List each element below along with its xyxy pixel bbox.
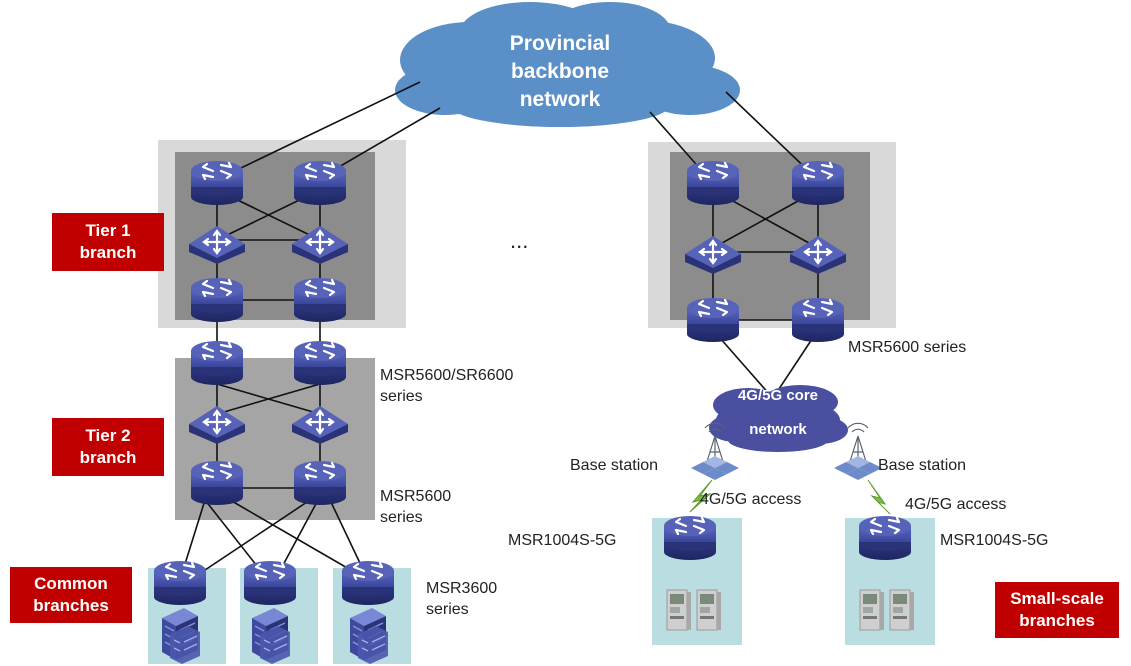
- router-icon: [662, 514, 718, 562]
- backbone-line-1: Provincial: [509, 32, 611, 55]
- backbone-cloud: [395, 2, 740, 127]
- atm-icon: [889, 589, 915, 631]
- tier2-tag: Tier 2 branch: [52, 418, 164, 476]
- tier1-tag-line1: Tier 1: [85, 221, 131, 240]
- small-scale-branches-tag: Small-scale branches: [995, 582, 1119, 638]
- small-tag-line1: Small-scale: [1010, 589, 1104, 608]
- router-icon: [685, 159, 741, 207]
- msr1004-right-label: MSR1004S-5G: [940, 532, 1049, 549]
- tier2-top-series-label: MSR5600/SR6600 series: [380, 365, 513, 407]
- ellipsis-label: ...: [510, 228, 529, 253]
- atm-icon: [859, 589, 885, 631]
- common-tag-line2: branches: [33, 596, 109, 615]
- common-branches-tag: Common branches: [10, 567, 132, 623]
- wireless-link-right: [867, 479, 891, 515]
- right-tier1-series-label: MSR5600 series: [848, 339, 967, 356]
- common-series-label: MSR3600 series: [426, 578, 497, 620]
- tier1-tag: Tier 1 branch: [52, 213, 164, 271]
- small-tag-line2: branches: [1019, 611, 1095, 630]
- common-series-line1: MSR3600: [426, 580, 498, 597]
- msr1004-left-label: MSR1004S-5G: [508, 532, 617, 549]
- core-cloud-label: 4G/5G core network: [718, 386, 838, 454]
- router-icon: [685, 296, 741, 344]
- router-icon: [189, 459, 245, 507]
- base-station-right-label: Base station: [878, 457, 967, 474]
- tier2-tag-line2: branch: [79, 448, 137, 467]
- wireless-link-left: [689, 479, 713, 513]
- router-icon: [152, 559, 208, 607]
- tier2-tag-line1: Tier 2: [85, 426, 131, 445]
- atm-icon: [666, 589, 692, 631]
- tier1-tag-line2: branch: [79, 243, 137, 262]
- tier2-bottom-series-label: MSR5600 series: [380, 486, 451, 528]
- access-right-label: 4G/5G access: [905, 496, 1007, 513]
- router-icon: [340, 559, 396, 607]
- router-icon: [292, 276, 348, 324]
- base-station-left-label: Base station: [570, 457, 659, 474]
- tier2-top-line1: MSR5600/SR6600: [380, 367, 514, 384]
- backbone-line-3: network: [519, 88, 601, 111]
- core-line-1: 4G/5G core: [737, 387, 819, 404]
- router-icon: [189, 339, 245, 387]
- core-line-2: network: [749, 421, 807, 438]
- router-icon: [790, 296, 846, 344]
- router-icon: [292, 339, 348, 387]
- access-left-label: 4G/5G access: [700, 491, 802, 508]
- router-icon: [292, 159, 348, 207]
- tier2-top-line2: series: [380, 388, 423, 405]
- tier2-bottom-line1: MSR5600: [380, 488, 452, 505]
- router-icon: [857, 514, 913, 562]
- router-icon: [292, 459, 348, 507]
- common-tag-line1: Common: [34, 574, 108, 593]
- core-network-cloud: [709, 385, 848, 452]
- router-icon: [242, 559, 298, 607]
- router-icon: [790, 159, 846, 207]
- router-icon: [189, 159, 245, 207]
- backbone-cloud-label: Provincial backbone network: [470, 30, 650, 114]
- common-series-line2: series: [426, 601, 469, 618]
- tier2-bottom-line2: series: [380, 509, 423, 526]
- router-icon: [189, 276, 245, 324]
- atm-icon: [696, 589, 722, 631]
- backbone-line-2: backbone: [510, 60, 610, 83]
